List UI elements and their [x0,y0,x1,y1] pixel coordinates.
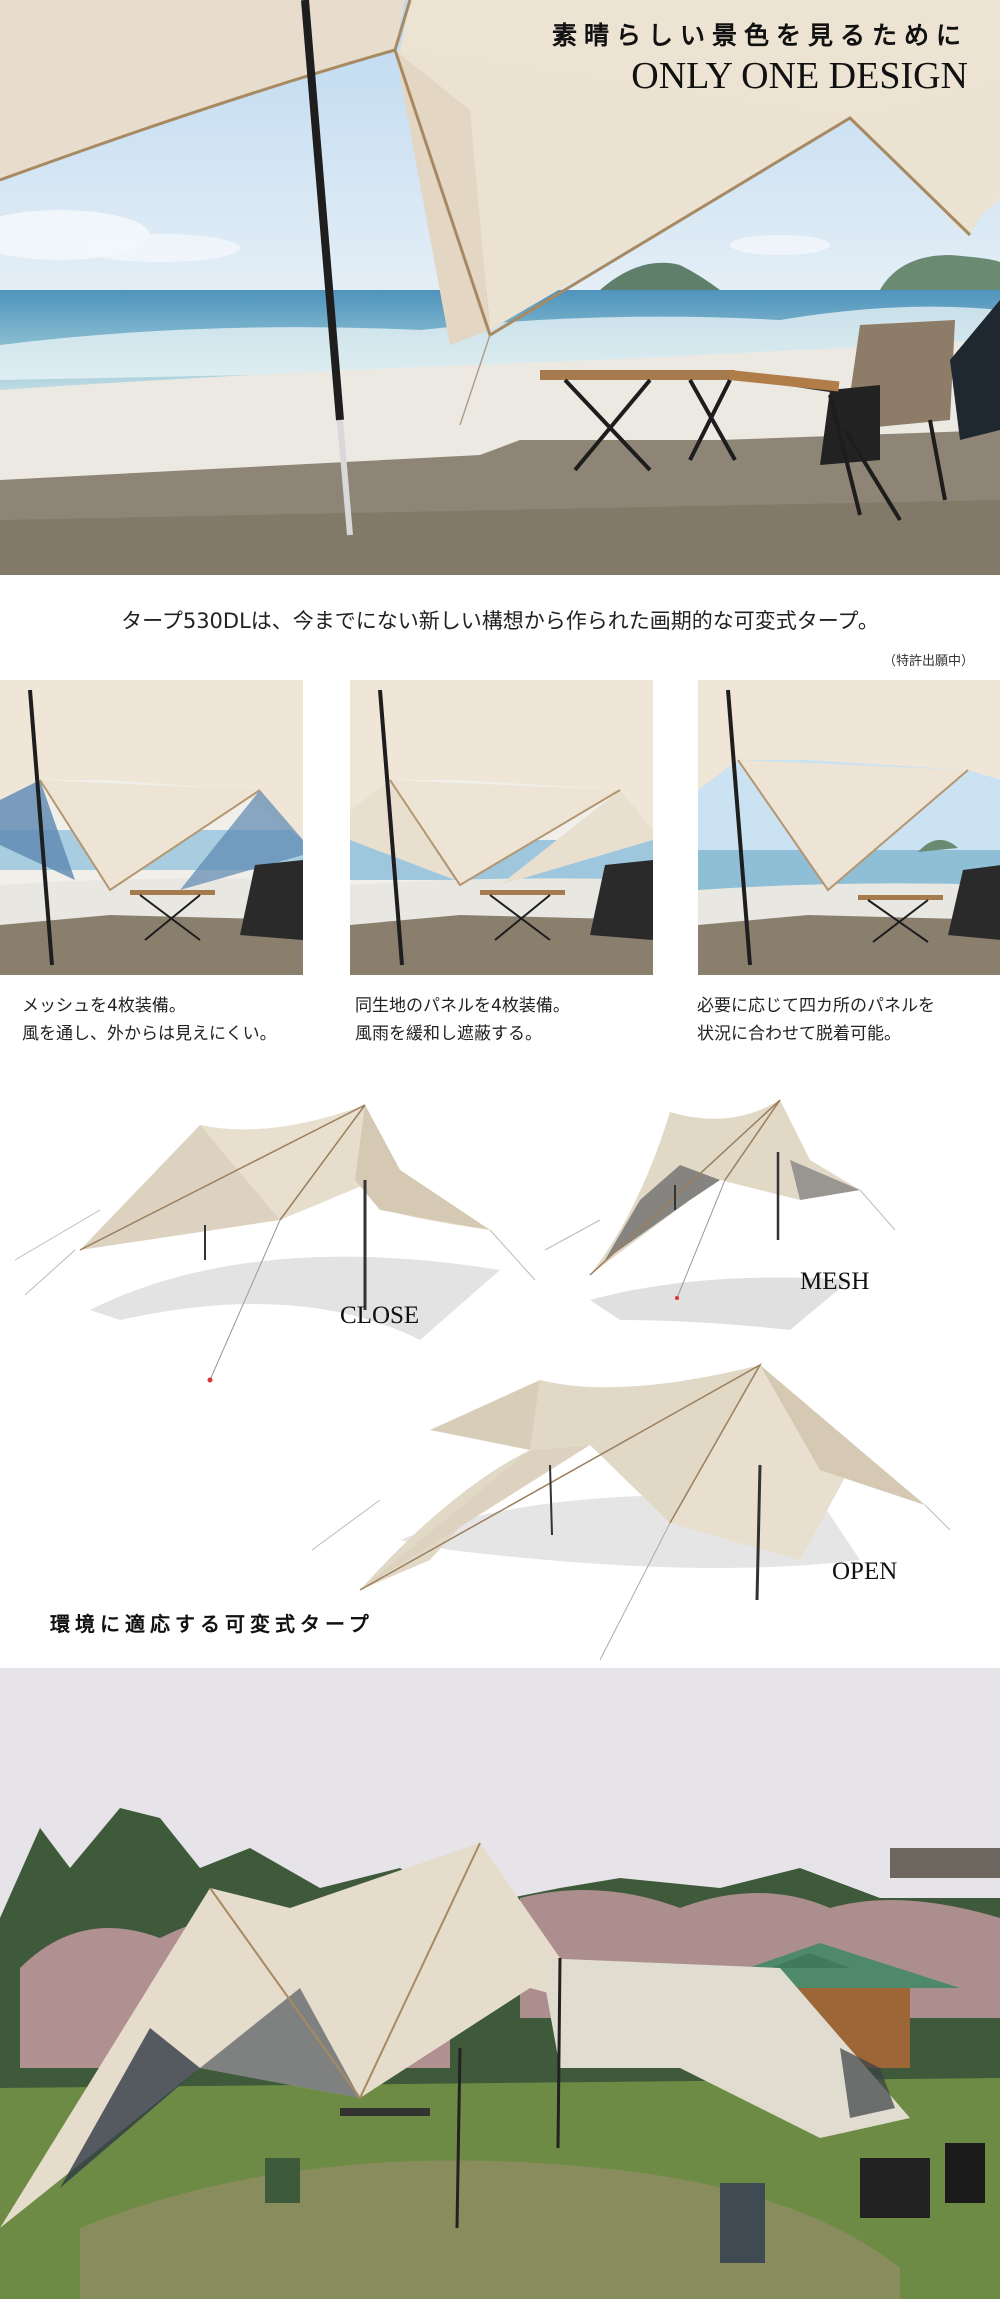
mode-label-open: OPEN [832,1558,898,1585]
campsite-tarp-photo [0,1668,1000,2299]
caption-line: 状況に合わせて脱着可能。 [697,1024,901,1044]
mesh-tarp-illustration [544,1099,896,1330]
feature-caption-panel: 同生地のパネルを4枚装備。 風雨を緩和し遮蔽する。 [355,992,570,1048]
close-tarp-illustration [14,1104,536,1383]
caption-line: メッシュを4枚装備。 [22,996,186,1016]
caption-line: 風雨を緩和し遮蔽する。 [355,1024,542,1044]
feature-caption-removable: 必要に応じて四カ所のパネルを 状況に合わせて脱着可能。 [697,992,935,1048]
hero-banner: 素晴らしい景色を見るために ONLY ONE DESIGN [0,0,1000,575]
hero-tagline: 素晴らしい景色を見るために ONLY ONE DESIGN [552,16,968,98]
mode-label-close: CLOSE [340,1302,420,1329]
intro-text: タープ530DLは、今までにない新しい構想から作られた画期的な可変式タープ。 [121,609,879,633]
caption-line: 必要に応じて四カ所のパネルを [697,996,935,1016]
hero-subtitle: 素晴らしい景色を見るために [551,21,968,50]
open-tarp-illustration [311,1363,951,1661]
mode-label-mesh: MESH [800,1268,870,1295]
beach-tarp-photo [0,0,1000,575]
feature-caption-mesh: メッシュを4枚装備。 風を通し、外からは見えにくい。 [22,992,277,1048]
open-panel-photo [698,680,1000,975]
patent-note: （特許出願中） [882,654,974,669]
solid-panel-photo [350,680,653,975]
tarp-mode-diagram: CLOSE MESH OPEN [0,1080,1000,1668]
hero-title: ONLY ONE DESIGN [631,55,968,97]
caption-line: 同生地のパネルを4枚装備。 [355,996,570,1016]
diagram-heading: 環境に適応する可変式タープ [50,1612,374,1636]
mesh-panel-photo [0,680,303,975]
caption-line: 風を通し、外からは見えにくい。 [22,1024,277,1044]
